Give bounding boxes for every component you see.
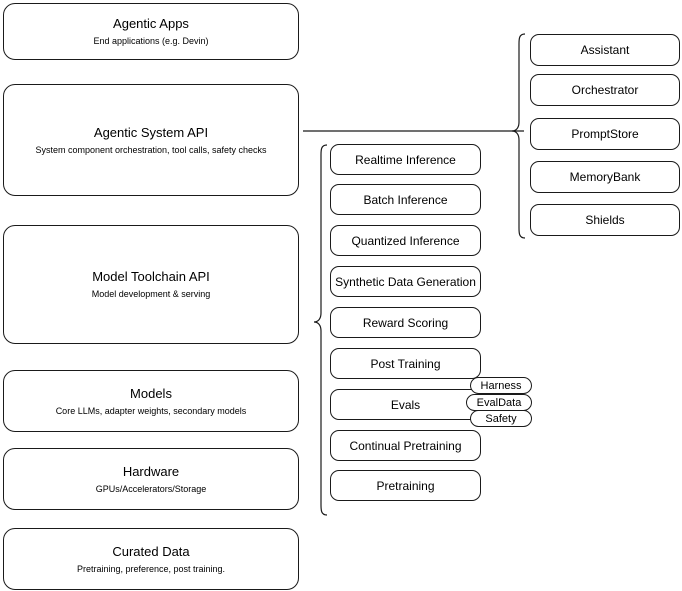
component-shields[interactable]: Shields bbox=[530, 204, 680, 236]
layer-title: Agentic Apps bbox=[113, 16, 189, 31]
component-label: Quantized Inference bbox=[351, 233, 460, 248]
layer-model-toolchain-api[interactable]: Model Toolchain API Model development & … bbox=[3, 225, 299, 344]
layer-subtitle: Model development & serving bbox=[91, 289, 211, 299]
component-label: Shields bbox=[585, 213, 625, 227]
layer-subtitle: System component orchestration, tool cal… bbox=[35, 144, 267, 155]
layer-subtitle: Core LLMs, adapter weights, secondary mo… bbox=[55, 405, 247, 416]
layer-curated-data[interactable]: Curated Data Pretraining, preference, po… bbox=[3, 528, 299, 590]
component-synthetic-data-generation[interactable]: Synthetic Data Generation bbox=[330, 266, 481, 297]
brace-system-components bbox=[511, 33, 526, 239]
layer-agentic-apps[interactable]: Agentic Apps End applications (e.g. Devi… bbox=[3, 3, 299, 60]
layer-title: Models bbox=[130, 385, 172, 401]
component-label: Pretraining bbox=[376, 478, 435, 493]
component-label: Post Training bbox=[370, 356, 441, 371]
component-quantized-inference[interactable]: Quantized Inference bbox=[330, 225, 481, 256]
component-label: Orchestrator bbox=[571, 83, 639, 97]
layer-title: Agentic System API bbox=[93, 124, 209, 140]
layer-subtitle: GPUs/Accelerators/Storage bbox=[95, 483, 207, 494]
layer-agentic-system-api[interactable]: Agentic System API System component orch… bbox=[3, 84, 299, 196]
brace-toolchain-components bbox=[313, 144, 328, 516]
layer-title: Model Toolchain API bbox=[92, 269, 210, 284]
component-label: Continual Pretraining bbox=[349, 438, 462, 453]
layer-title: Curated Data bbox=[112, 543, 190, 559]
component-promptstore[interactable]: PromptStore bbox=[530, 118, 680, 150]
layer-title: Hardware bbox=[122, 463, 180, 479]
component-reward-scoring[interactable]: Reward Scoring bbox=[330, 307, 481, 338]
component-label: Batch Inference bbox=[363, 192, 448, 207]
layer-subtitle: End applications (e.g. Devin) bbox=[93, 36, 209, 46]
eval-tag-evaldata[interactable]: EvalData bbox=[466, 394, 532, 411]
eval-tag-label: Safety bbox=[485, 412, 517, 425]
component-realtime-inference[interactable]: Realtime Inference bbox=[330, 144, 481, 175]
component-continual-pretraining[interactable]: Continual Pretraining bbox=[330, 430, 481, 461]
component-memorybank[interactable]: MemoryBank bbox=[530, 161, 680, 193]
component-label: Evals bbox=[390, 397, 421, 412]
layer-models[interactable]: Models Core LLMs, adapter weights, secon… bbox=[3, 370, 299, 432]
component-label: Assistant bbox=[580, 43, 630, 57]
component-orchestrator[interactable]: Orchestrator bbox=[530, 74, 680, 106]
layer-subtitle: Pretraining, preference, post training. bbox=[76, 563, 226, 574]
component-label: Realtime Inference bbox=[355, 152, 456, 167]
component-label: PromptStore bbox=[571, 127, 639, 141]
component-label: Synthetic Data Generation bbox=[335, 274, 476, 289]
component-assistant[interactable]: Assistant bbox=[530, 34, 680, 66]
eval-tag-label: EvalData bbox=[476, 396, 522, 409]
eval-tag-harness[interactable]: Harness bbox=[470, 377, 532, 394]
component-post-training[interactable]: Post Training bbox=[330, 348, 481, 379]
component-label: Reward Scoring bbox=[362, 315, 449, 330]
component-label: MemoryBank bbox=[569, 170, 641, 184]
eval-tag-label: Harness bbox=[480, 379, 522, 392]
layer-hardware[interactable]: Hardware GPUs/Accelerators/Storage bbox=[3, 448, 299, 510]
eval-tag-safety[interactable]: Safety bbox=[470, 410, 532, 427]
component-evals[interactable]: Evals bbox=[330, 389, 481, 420]
component-batch-inference[interactable]: Batch Inference bbox=[330, 184, 481, 215]
component-pretraining[interactable]: Pretraining bbox=[330, 470, 481, 501]
